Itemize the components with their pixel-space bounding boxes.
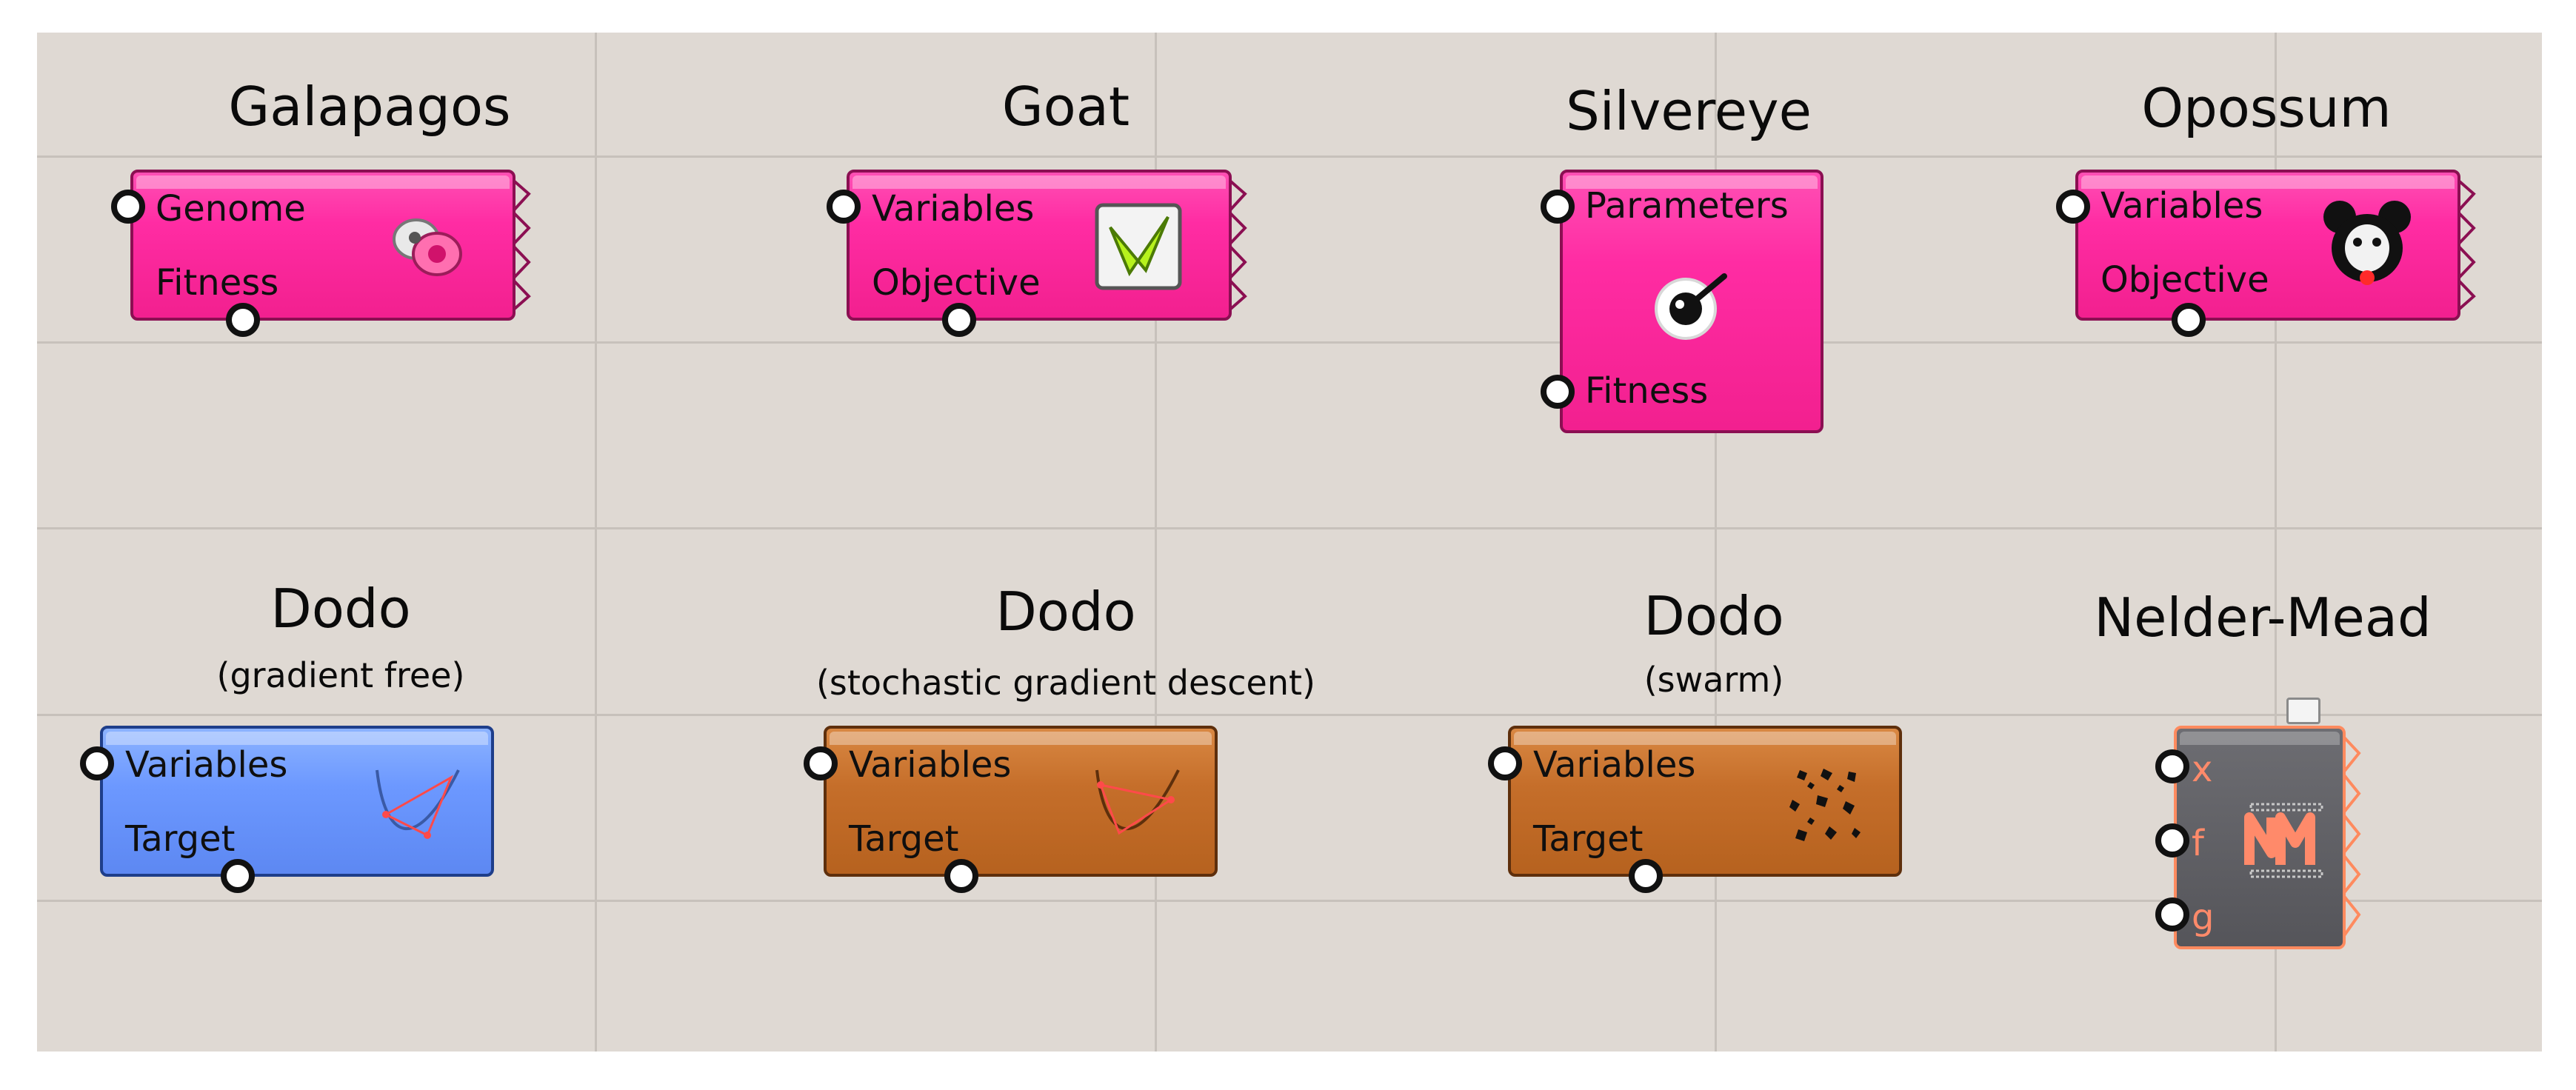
output-port[interactable] xyxy=(1629,859,1663,893)
dodo-swarm-component[interactable]: Variables Target xyxy=(1508,726,1902,877)
input-label-objective: Objective xyxy=(2100,259,2269,301)
input-port-parameters[interactable] xyxy=(1541,190,1575,224)
input-label-genome: Genome xyxy=(156,188,306,230)
title-dodo-sgd: Dodo xyxy=(995,581,1136,643)
input-label-parameters: Parameters xyxy=(1585,185,1789,227)
input-label-variables: Variables xyxy=(2100,185,2263,227)
title-silvereye: Silvereye xyxy=(1566,80,1812,142)
opossum-component[interactable]: Variables Objective xyxy=(2075,170,2476,321)
grid-line xyxy=(1715,33,1717,1051)
input-label-fitness: Fitness xyxy=(1585,370,1709,412)
dodo-gradient-free-component[interactable]: Variables Target xyxy=(100,726,494,877)
title-opossum: Opossum xyxy=(2141,77,2392,139)
input-label-f: f xyxy=(2192,823,2204,864)
input-label-target: Target xyxy=(1533,818,1644,860)
output-port[interactable] xyxy=(2172,303,2206,337)
nelder-mead-component[interactable]: x f g xyxy=(2174,726,2361,949)
input-label-variables: Variables xyxy=(849,744,1012,786)
opossum-face-icon xyxy=(2323,201,2411,285)
title-dodo-gradient-free: Dodo xyxy=(270,578,411,640)
grid-line xyxy=(2275,33,2277,1051)
input-port-variables[interactable] xyxy=(80,746,114,780)
output-teeth[interactable] xyxy=(1229,173,1251,318)
output-port[interactable] xyxy=(226,303,260,337)
grid-line xyxy=(37,714,2542,716)
subtitle-swarm: (swarm) xyxy=(1644,660,1784,700)
input-label-objective: Objective xyxy=(872,262,1041,304)
input-port-variables[interactable] xyxy=(2056,190,2090,224)
goat-component[interactable]: Variables Objective xyxy=(847,170,1247,321)
input-label-x: x xyxy=(2192,749,2213,790)
input-port-g[interactable] xyxy=(2155,897,2189,932)
title-goat: Goat xyxy=(1001,76,1130,138)
title-galapagos: Galapagos xyxy=(228,76,511,138)
input-port-genome[interactable] xyxy=(111,190,145,224)
grid-line xyxy=(37,900,2542,902)
output-port[interactable] xyxy=(221,859,255,893)
silvereye-component[interactable]: Parameters Fitness xyxy=(1560,170,1823,433)
galapagos-eye-icon xyxy=(393,218,462,276)
grid-line xyxy=(37,341,2542,344)
comment-bubble-icon[interactable] xyxy=(2286,698,2320,724)
curve-descent-icon xyxy=(1095,769,1180,835)
grid-line xyxy=(1155,33,1157,1051)
input-label-target: Target xyxy=(125,818,236,860)
input-port-x[interactable] xyxy=(2155,749,2189,783)
output-teeth[interactable] xyxy=(2343,729,2365,946)
input-label-variables: Variables xyxy=(1533,744,1696,786)
subtitle-sgd: (stochastic gradient descent) xyxy=(815,663,1315,703)
swarm-dots-icon xyxy=(1789,769,1861,841)
input-label-g: g xyxy=(2192,897,2215,938)
input-label-variables: Variables xyxy=(125,744,288,786)
input-port-variables[interactable] xyxy=(804,746,838,780)
goat-checkmark-icon xyxy=(1095,203,1182,290)
grid-line xyxy=(595,33,597,1051)
input-label-fitness: Fitness xyxy=(156,262,279,304)
nm-logo-icon xyxy=(2244,803,2323,878)
input-port-variables[interactable] xyxy=(827,190,861,224)
input-port-fitness[interactable] xyxy=(1541,375,1575,409)
input-label-variables: Variables xyxy=(872,188,1035,230)
input-port-f[interactable] xyxy=(2155,823,2189,857)
title-nelder-mead: Nelder-Mead xyxy=(2094,586,2432,649)
subtitle-gradient-free: (gradient free) xyxy=(216,655,465,695)
curve-descent-icon xyxy=(376,769,460,839)
output-port[interactable] xyxy=(942,303,976,337)
title-dodo-swarm: Dodo xyxy=(1644,585,1784,647)
output-teeth[interactable] xyxy=(2457,173,2480,318)
galapagos-component[interactable]: Genome Fitness xyxy=(130,170,531,321)
silvereye-eye-icon xyxy=(1655,273,1727,340)
output-port[interactable] xyxy=(944,859,978,893)
grasshopper-canvas[interactable]: Galapagos Goat Silvereye Opossum Genome … xyxy=(37,33,2542,1051)
output-teeth[interactable] xyxy=(513,173,535,318)
input-label-target: Target xyxy=(849,818,959,860)
grid-line xyxy=(37,527,2542,529)
grid-line xyxy=(37,156,2542,158)
dodo-sgd-component[interactable]: Variables Target xyxy=(824,726,1218,877)
input-port-variables[interactable] xyxy=(1488,746,1522,780)
